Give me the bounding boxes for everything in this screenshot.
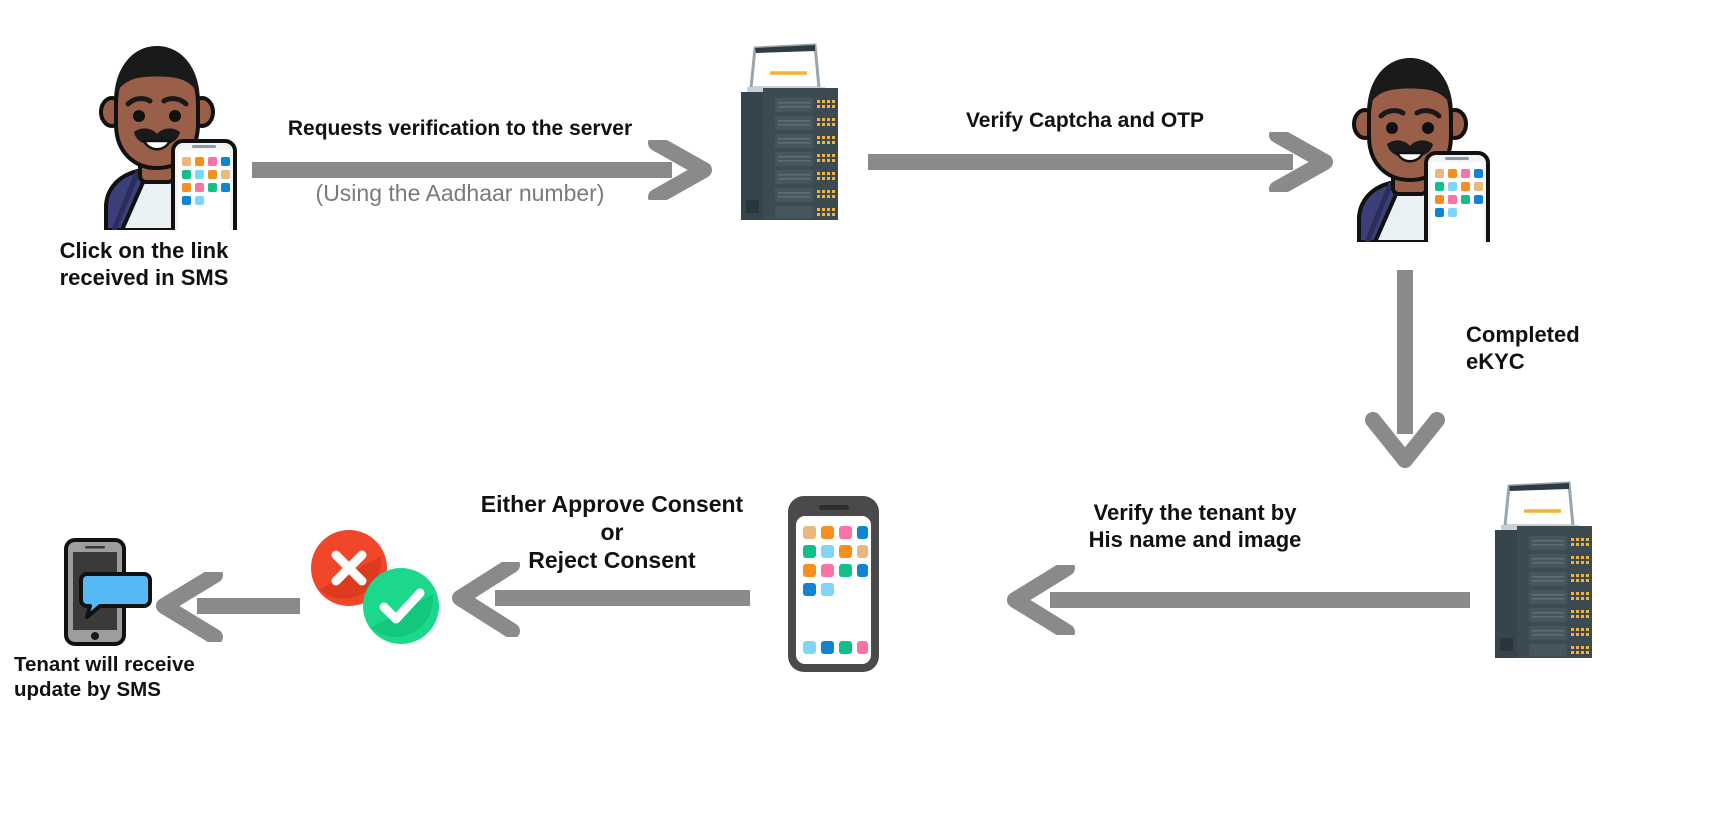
person-with-phone-icon-user-verified xyxy=(1325,52,1495,275)
arrow-verify-captcha-otp xyxy=(868,127,1338,197)
smartphone-icon-tenant xyxy=(786,494,881,674)
caption-click-link-sms: Click on the link received in SMS xyxy=(59,238,229,290)
server-rack-icon-top xyxy=(733,40,843,220)
edge-sublabel-using-aadhaar: (Using the Aadhaar number) xyxy=(315,180,605,206)
arrow-completed-ekyc xyxy=(1355,270,1455,470)
edge-label-consent-choice: Either Approve Consent or Reject Consent xyxy=(480,491,744,574)
edge-label-completed-ekyc: Completed eKYC xyxy=(1466,322,1580,374)
arrow-requests-verification xyxy=(252,135,717,205)
server-rack-icon-bottom xyxy=(1487,478,1597,658)
arrow-consent-choice xyxy=(450,557,750,639)
arrow-sms-update xyxy=(155,567,300,645)
edge-label-verify-tenant: Verify the tenant by His name and image xyxy=(1088,500,1302,552)
edge-label-verify-captcha-otp: Verify Captcha and OTP xyxy=(965,109,1205,132)
arrow-verify-tenant xyxy=(1005,560,1470,640)
approve-reject-badges xyxy=(305,530,465,650)
sms-message-icon-tenant-phone xyxy=(58,538,153,648)
caption-tenant-update-sms: Tenant will receive update by SMS xyxy=(14,653,195,701)
reject-cross-icon xyxy=(311,530,387,606)
person-with-phone-icon-user-sms xyxy=(72,40,242,263)
approve-check-icon xyxy=(363,568,439,644)
edge-label-requests-verification: Requests verification to the server xyxy=(287,117,633,140)
